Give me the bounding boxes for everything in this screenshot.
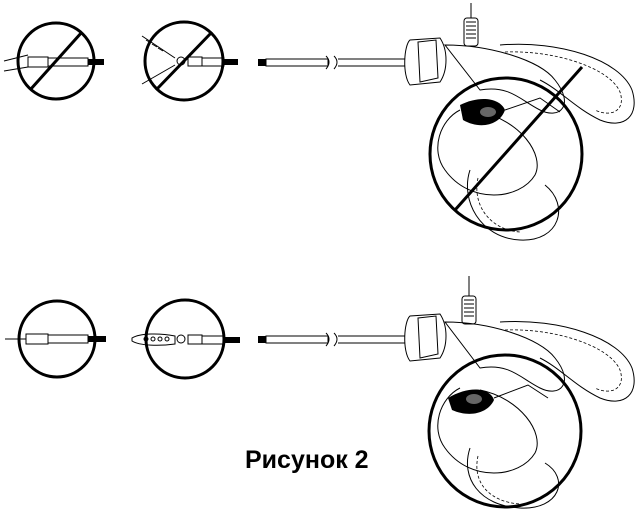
row-incorrect	[3, 3, 635, 241]
handle-correct	[404, 276, 635, 509]
row-correct	[5, 276, 635, 509]
shaft-segment-incorrect	[258, 55, 408, 70]
jaw-link-detail-incorrect	[141, 20, 238, 102]
handle-incorrect	[404, 3, 635, 241]
jaw-tip-detail-incorrect	[3, 21, 104, 101]
shaft-segment-correct	[258, 332, 408, 347]
figure-caption: Рисунок 2	[245, 446, 369, 474]
jaw-link-detail-correct	[131, 298, 240, 380]
jaw-tip-detail-correct	[5, 299, 106, 379]
